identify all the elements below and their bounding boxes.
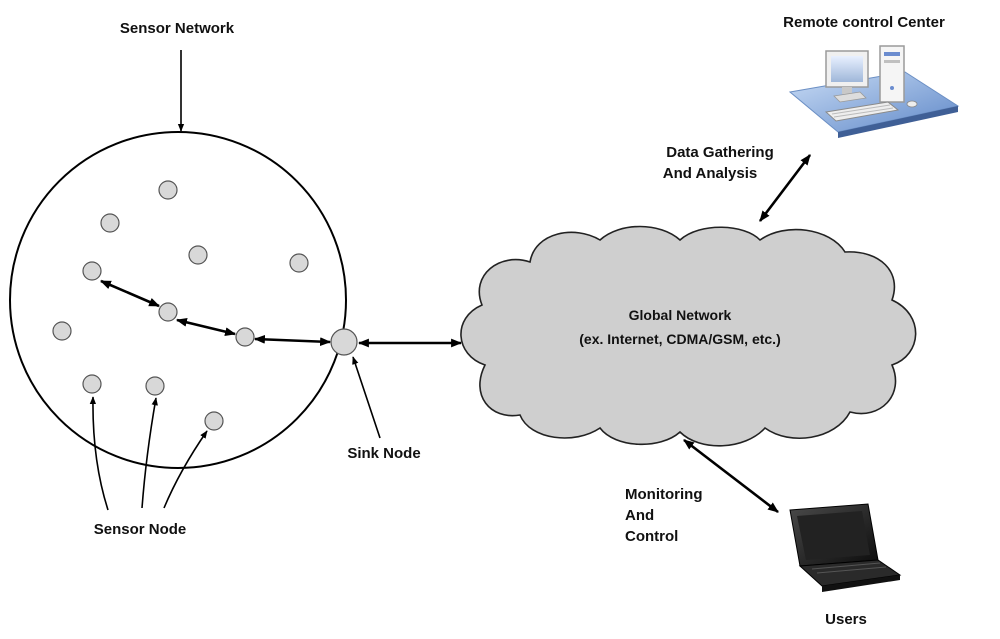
sensor-node-arrow [163,430,208,509]
monitoring-label-line2: And [625,507,654,524]
users-label: Users [825,611,867,628]
sensor-node [82,261,102,281]
desktop-computer-icon [788,45,960,138]
global-network-subtitle: (ex. Internet, CDMA/GSM, etc.) [579,331,780,347]
laptop-icon [789,503,902,592]
hop-arrow [175,318,237,336]
sensor-node [158,302,178,322]
sensor-node [204,411,224,431]
sensor-node-arrow [89,396,109,511]
monitoring-arrow [683,438,779,514]
data-gathering-label-line2: And Analysis [663,165,757,182]
global-network-title: Global Network [629,307,732,323]
remote-center-label: Remote control Center [783,14,945,31]
sensor-node [188,245,208,265]
hop-arrow [253,334,332,347]
monitoring-label-line3: Control [625,528,678,545]
sensor-node [82,374,102,394]
sensor-network-boundary [9,131,347,469]
sensor-node [100,213,120,233]
sensor-node [158,180,178,200]
sensor-node [235,327,255,347]
sink-node-label: Sink Node [347,445,420,462]
hop-arrow [99,279,161,308]
sink-node [330,328,358,356]
monitoring-label: Monitoring [625,486,702,503]
sensor-node [289,253,309,273]
sink-node-arrow [352,356,381,439]
global-network-cloud [460,225,917,447]
data-gathering-arrow [758,154,812,222]
sensor-node [52,321,72,341]
sensor-node-label: Sensor Node [94,521,187,538]
sensor-network-label: Sensor Network [120,20,235,37]
sensor-node [145,376,165,396]
sensor-node-arrow [141,397,158,509]
data-gathering-label: Data Gathering [666,144,774,161]
